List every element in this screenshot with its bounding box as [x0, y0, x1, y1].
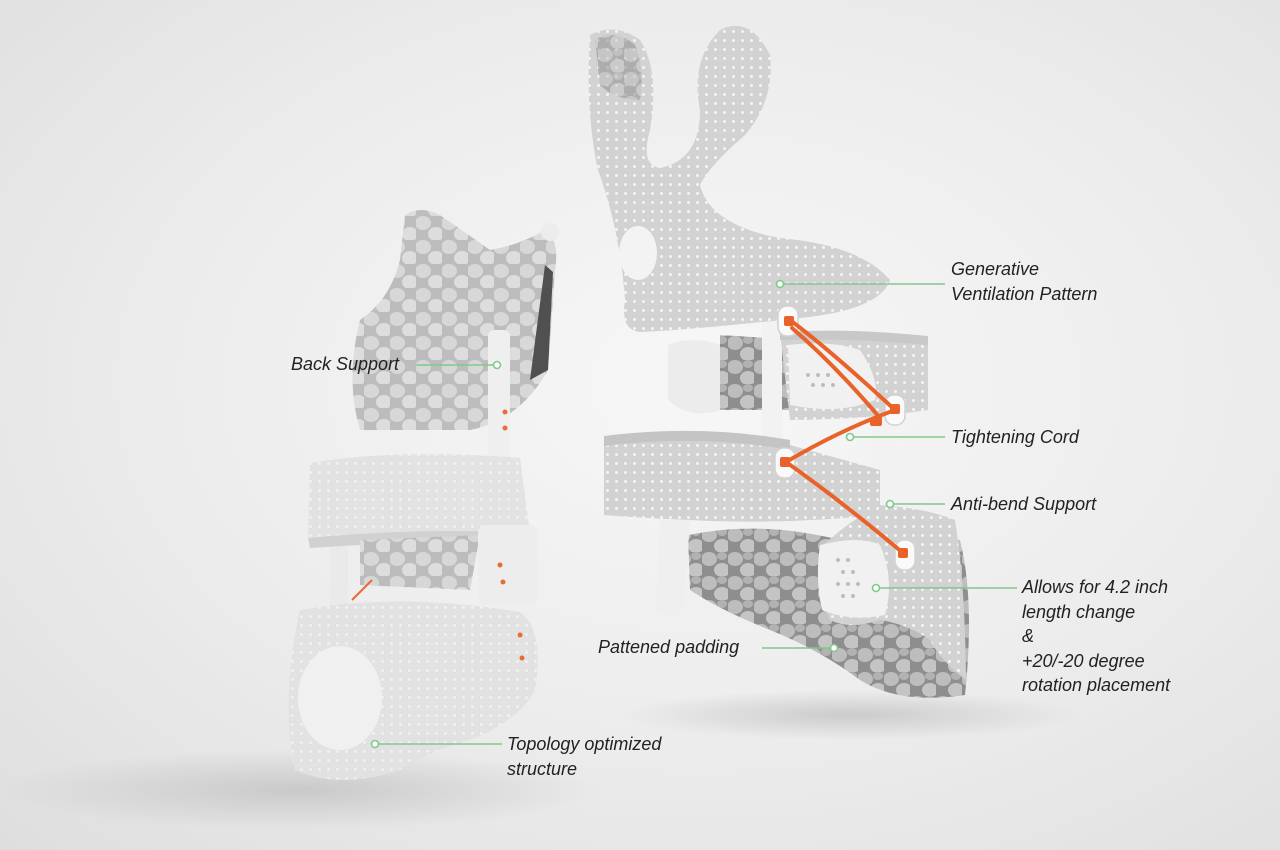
label-line: Allows for 4.2 inch [1022, 577, 1169, 597]
label-tightening-cord: Tightening Cord [951, 425, 1079, 450]
leader-lines [370, 279, 1017, 749]
label-back-support: Back Support [291, 352, 399, 377]
label-line: rotation placement [1022, 675, 1171, 695]
rear-brace [288, 210, 559, 780]
label-line: & [1022, 626, 1035, 646]
label-line: Tightening Cord [951, 427, 1079, 447]
label-length-change: Allows for 4.2 inch length change & +20/… [1022, 575, 1170, 698]
label-line: structure [507, 758, 578, 779]
label-line: Anti-bend Support [951, 494, 1097, 514]
label-ventilation-pattern: Generative Ventilation Pattern [951, 257, 1097, 306]
shadow [0, 750, 600, 830]
label-anti-bend-support: Anti-bend Support [951, 492, 1096, 517]
label-line: Ventilation Pattern [951, 283, 1098, 304]
label-line: Back Support [291, 354, 400, 374]
label-line: Pattened padding [598, 637, 740, 657]
label-line: Generative [951, 259, 1040, 279]
label-topology-structure: Topology optimized structure [507, 732, 661, 781]
shadow [620, 690, 1080, 740]
label-line: +20/-20 degree [1022, 650, 1145, 671]
label-line: length change [1022, 601, 1136, 622]
front-brace [588, 25, 969, 698]
label-patterned-padding: Pattened padding [598, 635, 739, 660]
label-line: Topology optimized [507, 734, 662, 754]
